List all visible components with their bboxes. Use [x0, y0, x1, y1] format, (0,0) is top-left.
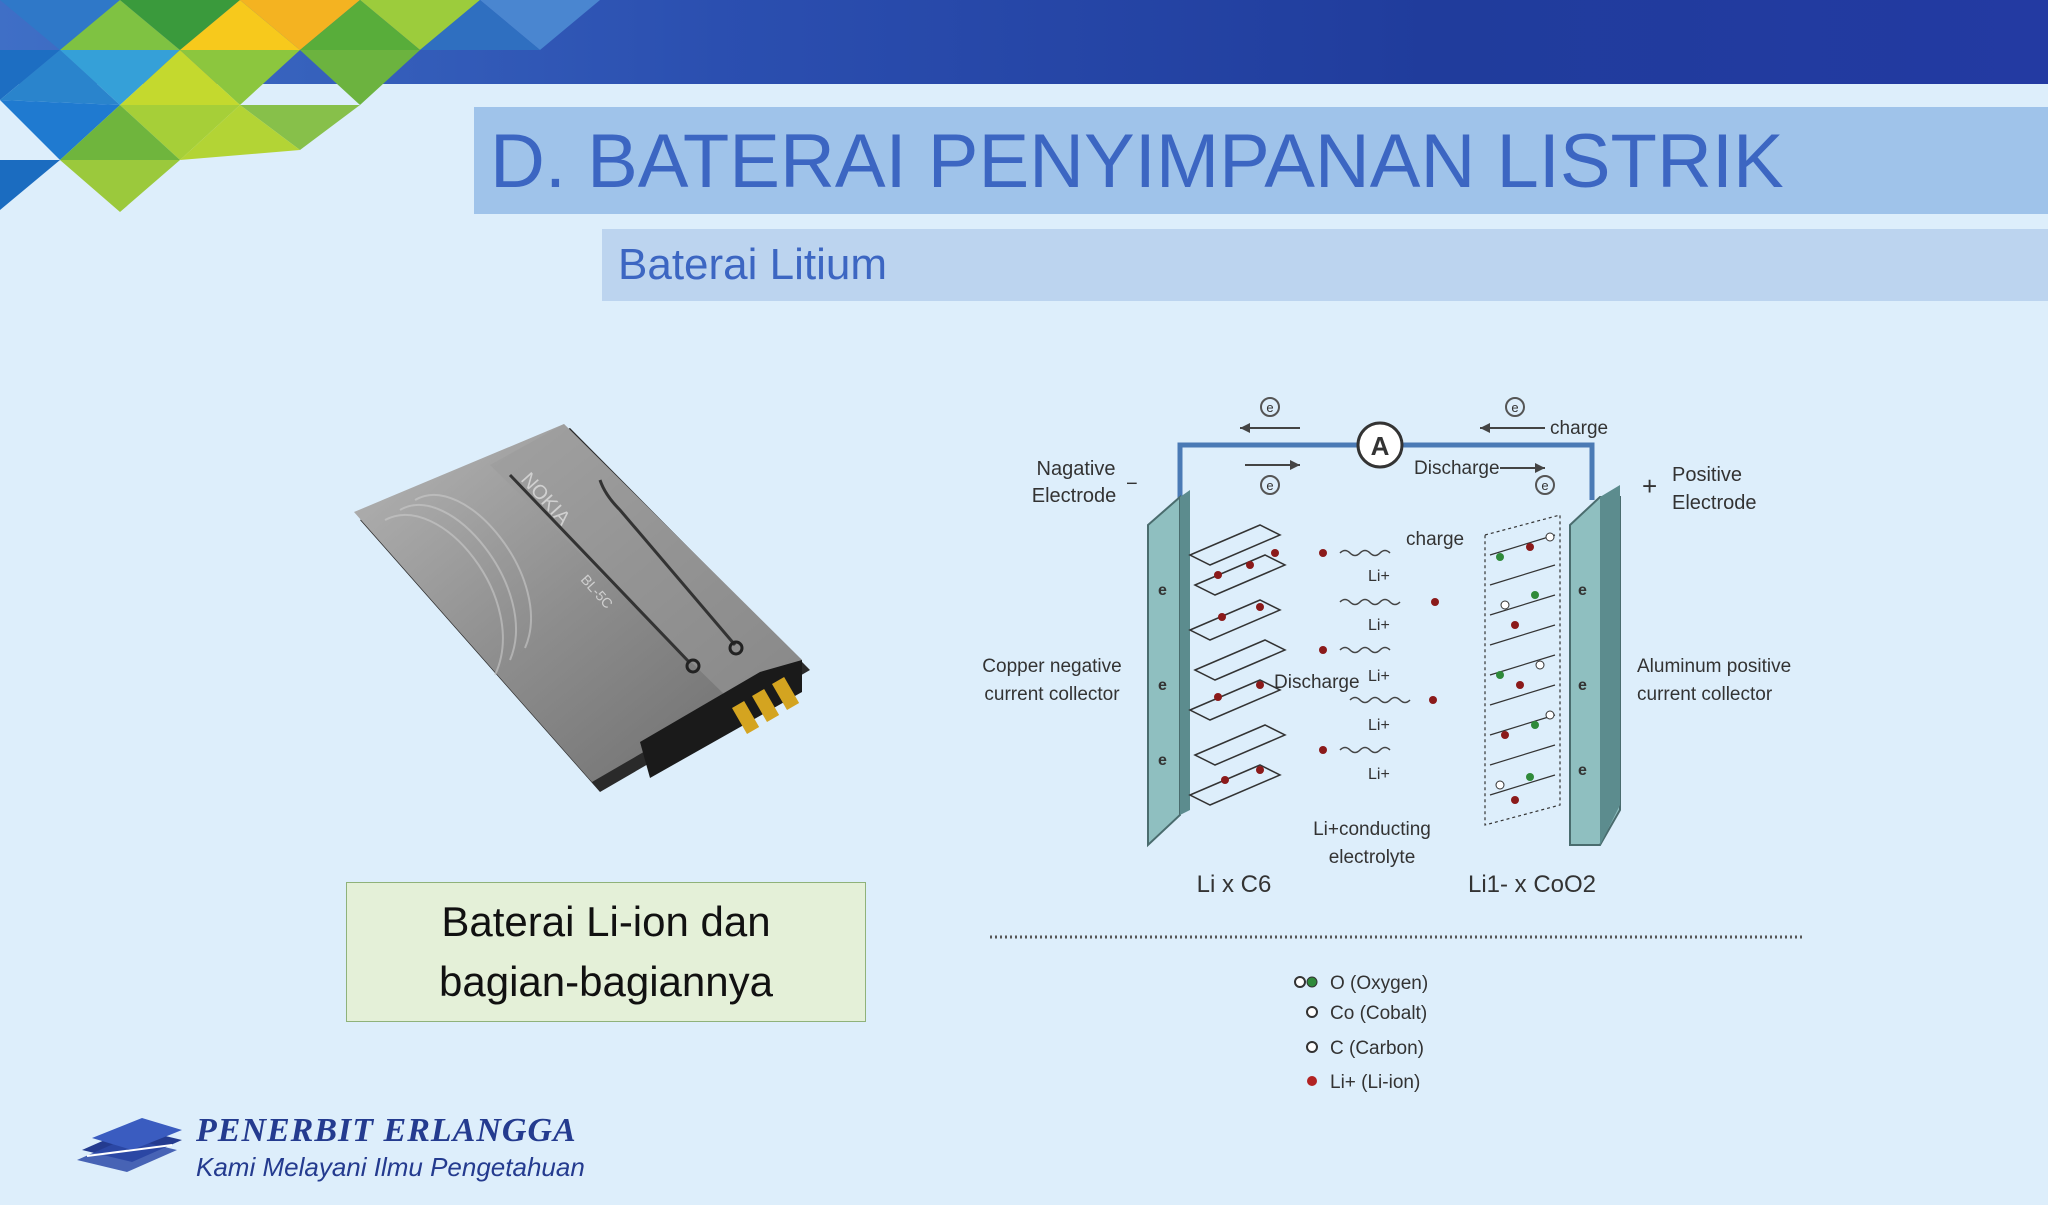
electrolyte-label-1: Li+conducting: [1313, 819, 1431, 840]
svg-text:e: e: [1511, 400, 1518, 415]
svg-text:Li+: Li+: [1368, 717, 1390, 734]
svg-text:e: e: [1578, 582, 1587, 599]
charge-top-label: charge: [1550, 418, 1608, 439]
svg-text:e: e: [1541, 478, 1548, 493]
subtitle-bar: [602, 229, 2048, 301]
svg-text:e: e: [1158, 677, 1167, 694]
copper-collector-label-1: Copper negative: [982, 656, 1121, 677]
svg-text:Li+: Li+: [1368, 668, 1390, 685]
negative-electrode-label-1: Nagative: [1037, 458, 1116, 480]
svg-text:e: e: [1578, 762, 1587, 779]
negative-electrode-label-2: Electrode: [1032, 485, 1117, 507]
caption-line-1: Baterai Li-ion dan: [441, 898, 771, 945]
caption-line-2: bagian-bagiannya: [439, 958, 773, 1005]
anode-li-ions: [1214, 549, 1279, 784]
svg-text:Li+: Li+: [1368, 617, 1390, 634]
left-plate-electrons: e e e: [1158, 582, 1167, 769]
electrolyte-label-2: electrolyte: [1329, 847, 1416, 868]
aluminum-collector-label-1: Aluminum positive: [1637, 656, 1791, 677]
svg-text:Li+: Li+: [1368, 568, 1390, 585]
svg-text:e: e: [1266, 478, 1273, 493]
copper-collector-label-2: current collector: [984, 684, 1120, 705]
svg-text:e: e: [1158, 752, 1167, 769]
aluminum-collector-label-2: current collector: [1637, 684, 1773, 705]
charge-mid-label: charge: [1406, 529, 1464, 550]
cathode-atoms: [1495, 532, 1555, 804]
positive-electrode-label-2: Electrode: [1672, 492, 1757, 514]
electron-icon: [1260, 475, 1280, 495]
page-title: D. BATERAI PENYIMPANAN LISTRIK: [490, 119, 1784, 204]
electron-icon: [1505, 397, 1525, 417]
right-plate-electrons: e e e: [1578, 582, 1587, 779]
legend-li-ion: Li+ (Li-ion): [1330, 1072, 1420, 1093]
erlangga-logo-icon: [77, 1118, 182, 1172]
page-subtitle: Baterai Litium: [618, 240, 888, 289]
graphite-layers: [1188, 524, 1287, 806]
positive-sign: +: [1642, 471, 1657, 501]
svg-text:Li+: Li+: [1368, 766, 1390, 783]
cobalt-oxide-lattice: [1484, 514, 1561, 826]
electron-icon: [1535, 475, 1555, 495]
negative-sign: −: [1126, 473, 1138, 495]
title-bar: [474, 107, 2048, 214]
legend-oxygen: O (Oxygen): [1330, 973, 1428, 994]
ammeter-label: A: [1371, 431, 1390, 461]
legend-cobalt: Co (Cobalt): [1330, 1003, 1427, 1024]
svg-text:e: e: [1158, 582, 1167, 599]
legend: O (Oxygen) Co (Cobalt) C (Carbon) Li+ (L…: [1294, 973, 1428, 1093]
li-ion-flow: [1339, 549, 1411, 754]
decorative-triangles: [0, 0, 600, 212]
legend-carbon: C (Carbon): [1330, 1038, 1424, 1059]
svg-text:e: e: [1578, 677, 1587, 694]
publisher-tagline: Kami Melayani Ilmu Pengetahuan: [196, 1152, 585, 1182]
positive-electrode-label-1: Positive: [1672, 464, 1742, 486]
anode-formula: Li x C6: [1197, 871, 1272, 898]
electron-icon: [1260, 397, 1280, 417]
li-ion-cell-diagram: A e e e e charge Discharge Nagative Elec…: [982, 397, 1805, 1093]
li-ion-battery-image: NOKIA BL-5C: [354, 424, 810, 792]
li-ion-labels: Li+ Li+ Li+ Li+ Li+: [1368, 568, 1390, 783]
cathode-formula: Li1- x CoO2: [1468, 871, 1596, 898]
discharge-mid-label: Discharge: [1274, 672, 1360, 693]
publisher-name: PENERBIT ERLANGGA: [196, 1112, 577, 1149]
discharge-top-label: Discharge: [1414, 458, 1500, 479]
svg-text:e: e: [1266, 400, 1273, 415]
ammeter-icon: [1356, 421, 1404, 469]
battery-caption: Baterai Li-ion dan bagian-bagiannya: [346, 882, 866, 1022]
